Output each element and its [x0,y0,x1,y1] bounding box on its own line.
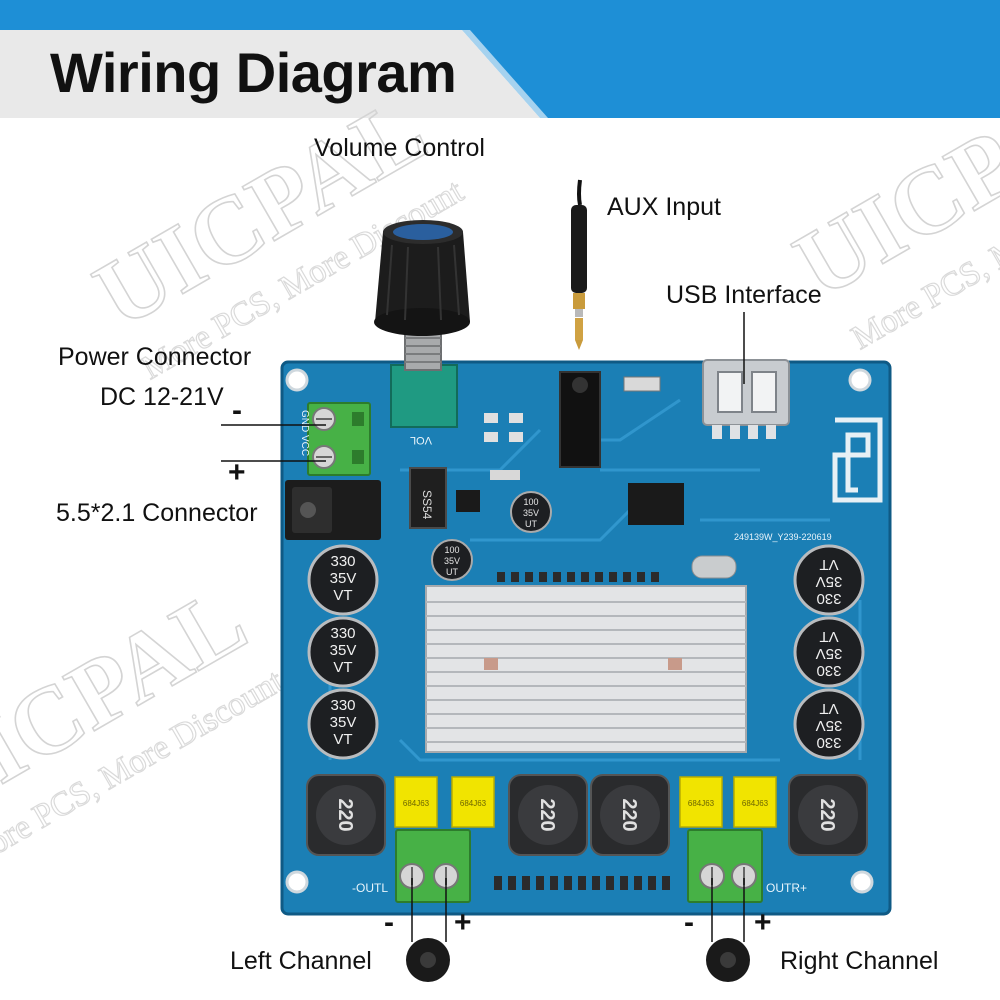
cap-r2-line3: VT [819,628,838,645]
small-cap-2 [431,539,473,581]
right-output-terminal [687,829,763,903]
cap-r1-line2: 35V [816,573,843,590]
leader-lines [221,312,745,942]
small-cap-1-line2: 35V [523,508,539,518]
film-cap-3 [679,776,723,828]
small-cap-1-line1: 100 [523,497,538,507]
cap-r3-line1: 330 [816,734,841,751]
resistor-row-top [497,572,659,582]
left-output-terminal [395,829,471,903]
cap-l1-line3: VT [333,587,352,604]
small-cap-2-line1: 100 [444,545,459,555]
dc-connector-label: 5.5*2.1 Connector [56,499,258,527]
right-plus-sign: + [754,906,772,939]
cap-l2-line2: 35V [330,642,357,659]
banner-divider [462,30,548,118]
audio-jack-hole [572,377,588,393]
capacitor-right-3 [793,688,865,760]
cap-r2-line2: 35V [816,645,843,662]
blue-banner-shape [0,0,1000,118]
dc-jack [285,480,381,540]
inductor-1-label: 220 [334,798,356,831]
film-cap-4-label: 684J63 [742,799,769,808]
film-cap-2-label: 684J63 [460,799,487,808]
small-cap-1 [510,491,552,533]
left-speaker-icon [406,938,450,982]
antenna-trace [832,417,883,503]
cap-l3-line3: VT [333,731,352,748]
outl-silkscreen: -OUTL [352,881,388,895]
inductor-2 [508,774,588,856]
film-cap-1 [394,776,438,828]
left-channel-label: Left Channel [230,947,372,975]
cap-l2-line3: VT [333,659,352,676]
resistor-row-bottom [494,876,670,890]
right-channel-label: Right Channel [780,947,939,975]
aux-input-label: AUX Input [607,193,721,221]
inductor-4 [788,774,868,856]
right-speaker-icon [706,938,750,982]
cap-r3-line2: 35V [816,717,843,734]
cap-r2-line1: 330 [816,662,841,679]
aux-plug [571,179,587,350]
cap-l3-line1: 330 [330,697,355,714]
outr-silkscreen: OUTR+ [766,881,807,895]
title-bar-shape [0,30,540,118]
page-title: Wiring Diagram [50,41,457,104]
left-minus-sign: - [384,906,394,939]
small-cap-1-line3: UT [525,519,537,529]
left-plus-sign: + [454,906,472,939]
cap-r3-line3: VT [819,700,838,717]
inductor-3-label: 220 [618,798,640,831]
inductor-1 [306,774,386,856]
capacitor-right-1 [793,544,865,616]
usb-interface-label: USB Interface [666,281,822,309]
heatsink [425,585,747,753]
vol-silkscreen: VOL [410,434,432,446]
smd-components [456,376,737,579]
volume-control-label: Volume Control [314,134,485,162]
film-cap-4 [733,776,777,828]
capacitor-left-1 [307,544,379,616]
inductor-4-label: 220 [816,798,838,831]
cap-l2-line1: 330 [330,625,355,642]
model-silkscreen: 249139W_Y239-220619 [734,532,832,542]
film-cap-1-label: 684J63 [403,799,430,808]
cap-r1-line1: 330 [816,590,841,607]
cap-l1-line2: 35V [330,570,357,587]
film-cap-2 [451,776,495,828]
small-cap-2-line3: UT [446,567,458,577]
film-cap-3-label: 684J63 [688,799,715,808]
capacitor-left-2 [307,616,379,688]
diode-label: SS54 [420,490,434,520]
cap-l3-line2: 35V [330,714,357,731]
diode [409,467,447,529]
header-banner [0,0,1000,118]
small-cap-2-line2: 35V [444,556,460,566]
right-minus-sign: - [684,906,694,939]
power-connector-label: Power Connector [58,343,252,371]
inductor-3 [590,774,670,856]
inductor-2-label: 220 [536,798,558,831]
cap-l1-line1: 330 [330,553,355,570]
power-minus-sign: - [232,394,242,427]
power-plus-sign: + [228,456,246,489]
capacitor-right-2 [793,616,865,688]
mounting-holes [285,368,874,894]
capacitor-left-3 [307,688,379,760]
gnd-vcc-silkscreen: GND VCC [299,410,310,456]
power-voltage-label: DC 12-21V [100,383,224,411]
pcb-traces [328,398,862,762]
usb-port [702,359,790,439]
power-terminal [307,402,371,476]
volume-knob [374,220,470,428]
cap-r1-line3: VT [819,556,838,573]
